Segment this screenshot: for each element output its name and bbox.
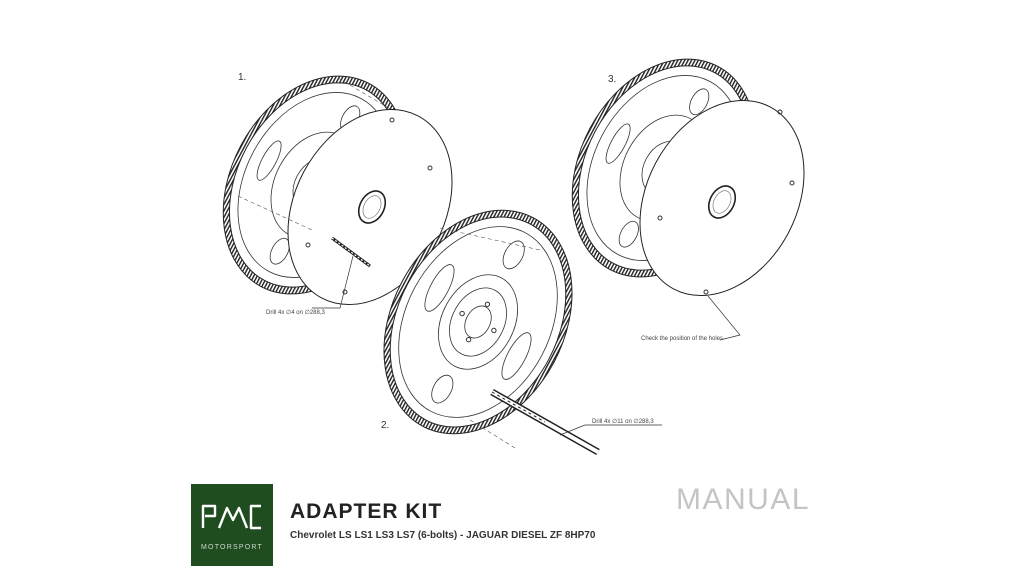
manual-label: MANUAL bbox=[676, 483, 811, 516]
drill-bit-2 bbox=[439, 227, 662, 456]
kit-title: ADAPTER KIT bbox=[290, 500, 443, 523]
assembly-drawing bbox=[222, 58, 805, 456]
drill-bit-1 bbox=[237, 77, 393, 309]
brand-logo: MOTORSPORT bbox=[191, 484, 273, 566]
kit-subtitle: Chevrolet LS LS1 LS3 LS7 (6-bolts) - JAG… bbox=[290, 530, 596, 541]
adapter-plate-3 bbox=[639, 99, 805, 341]
adapter-plate-1 bbox=[287, 108, 453, 306]
drill-note-small: Drill 4x ∅4 on ∅288,3 bbox=[266, 310, 325, 316]
check-holes-note: Check the position of the holes bbox=[641, 336, 724, 342]
step-1-label: 1. bbox=[238, 72, 247, 83]
step-2-label: 2. bbox=[381, 420, 390, 431]
step-3-label: 3. bbox=[608, 74, 617, 85]
pmc-logo-mark bbox=[201, 504, 261, 530]
flywheel-2 bbox=[383, 209, 573, 435]
drill-note-large: Drill 4x ∅11 on ∅288,3 bbox=[592, 419, 654, 425]
logo-subtext: MOTORSPORT bbox=[201, 544, 263, 551]
